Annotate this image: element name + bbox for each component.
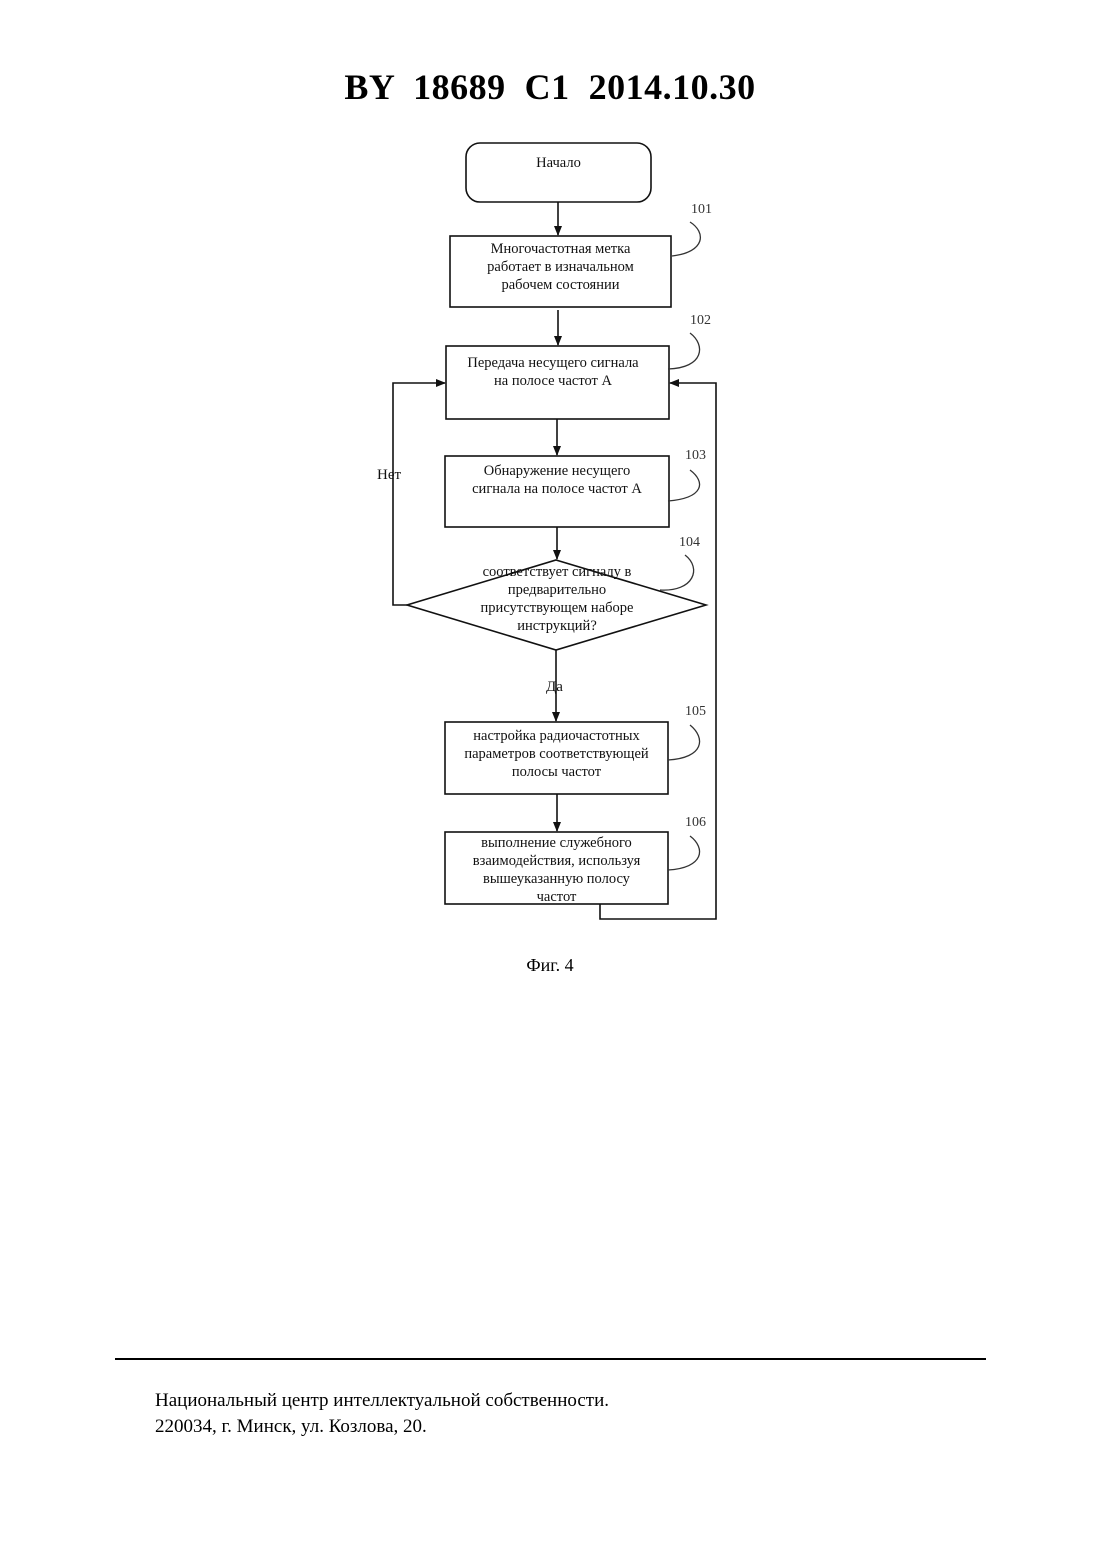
step-104-text: соответствует сигналу в предварительно п… [452, 563, 662, 635]
branch-yes-label: Да [546, 679, 563, 696]
step-102-line-1: Передача несущего сигнала [446, 354, 660, 372]
step-104-line-1: соответствует сигналу в [452, 563, 662, 581]
ref-leader-101 [672, 222, 700, 256]
step-105-line-3: полосы частот [445, 763, 668, 781]
step-105-line-2: параметров соответствующей [445, 745, 668, 763]
step-104-line-3: присутствующем наборе [452, 599, 662, 617]
step-106-line-4: частот [445, 888, 668, 906]
step-104-line-4: инструкций? [452, 617, 662, 635]
ref-number-103: 103 [685, 448, 706, 464]
step-106-line-1: выполнение служебного [445, 834, 668, 852]
step-103-text: Обнаружение несущего сигнала на полосе ч… [445, 462, 669, 498]
step-101-line-1: Многочастотная метка [450, 240, 671, 258]
step-102-line-2: на полосе частот А [446, 372, 660, 390]
footer-line-1: Национальный центр интеллектуальной собс… [155, 1388, 609, 1414]
step-106-text: выполнение служебного взаимодействия, ис… [445, 834, 668, 906]
ref-number-104: 104 [679, 535, 700, 551]
ref-number-106: 106 [685, 815, 706, 831]
ref-number-105: 105 [685, 704, 706, 720]
step-104-line-2: предварительно [452, 581, 662, 599]
step-105-line-1: настройка радиочастотных [445, 727, 668, 745]
ref-leader-105 [668, 725, 700, 760]
step-103-line-2: сигнала на полосе частот А [445, 480, 669, 498]
step-106-line-2: взаимодействия, используя [445, 852, 668, 870]
step-106-line-3: вышеуказанную полосу [445, 870, 668, 888]
step-102-text: Передача несущего сигнала на полосе част… [446, 354, 660, 390]
step-105-text: настройка радиочастотных параметров соот… [445, 727, 668, 781]
ref-leader-106 [668, 836, 700, 870]
ref-number-102: 102 [690, 313, 711, 329]
step-101-line-3: рабочем состоянии [450, 276, 671, 294]
start-terminal [466, 143, 651, 202]
footer-line-2: 220034, г. Минск, ул. Козлова, 20. [155, 1414, 427, 1440]
footer-divider [115, 1358, 986, 1360]
ref-leader-104 [660, 555, 694, 590]
ref-leader-103 [668, 470, 700, 501]
step-103-line-1: Обнаружение несущего [445, 462, 669, 480]
ref-number-101: 101 [691, 202, 712, 218]
branch-no-label: Нет [377, 467, 401, 484]
no-loop-connector [393, 383, 445, 605]
step-101-text: Многочастотная метка работает в изначаль… [450, 240, 671, 294]
figure-caption: Фиг. 4 [0, 955, 1100, 976]
ref-leader-102 [668, 333, 700, 369]
step-101-line-2: работает в изначальном [450, 258, 671, 276]
start-label: Начало [466, 154, 651, 172]
